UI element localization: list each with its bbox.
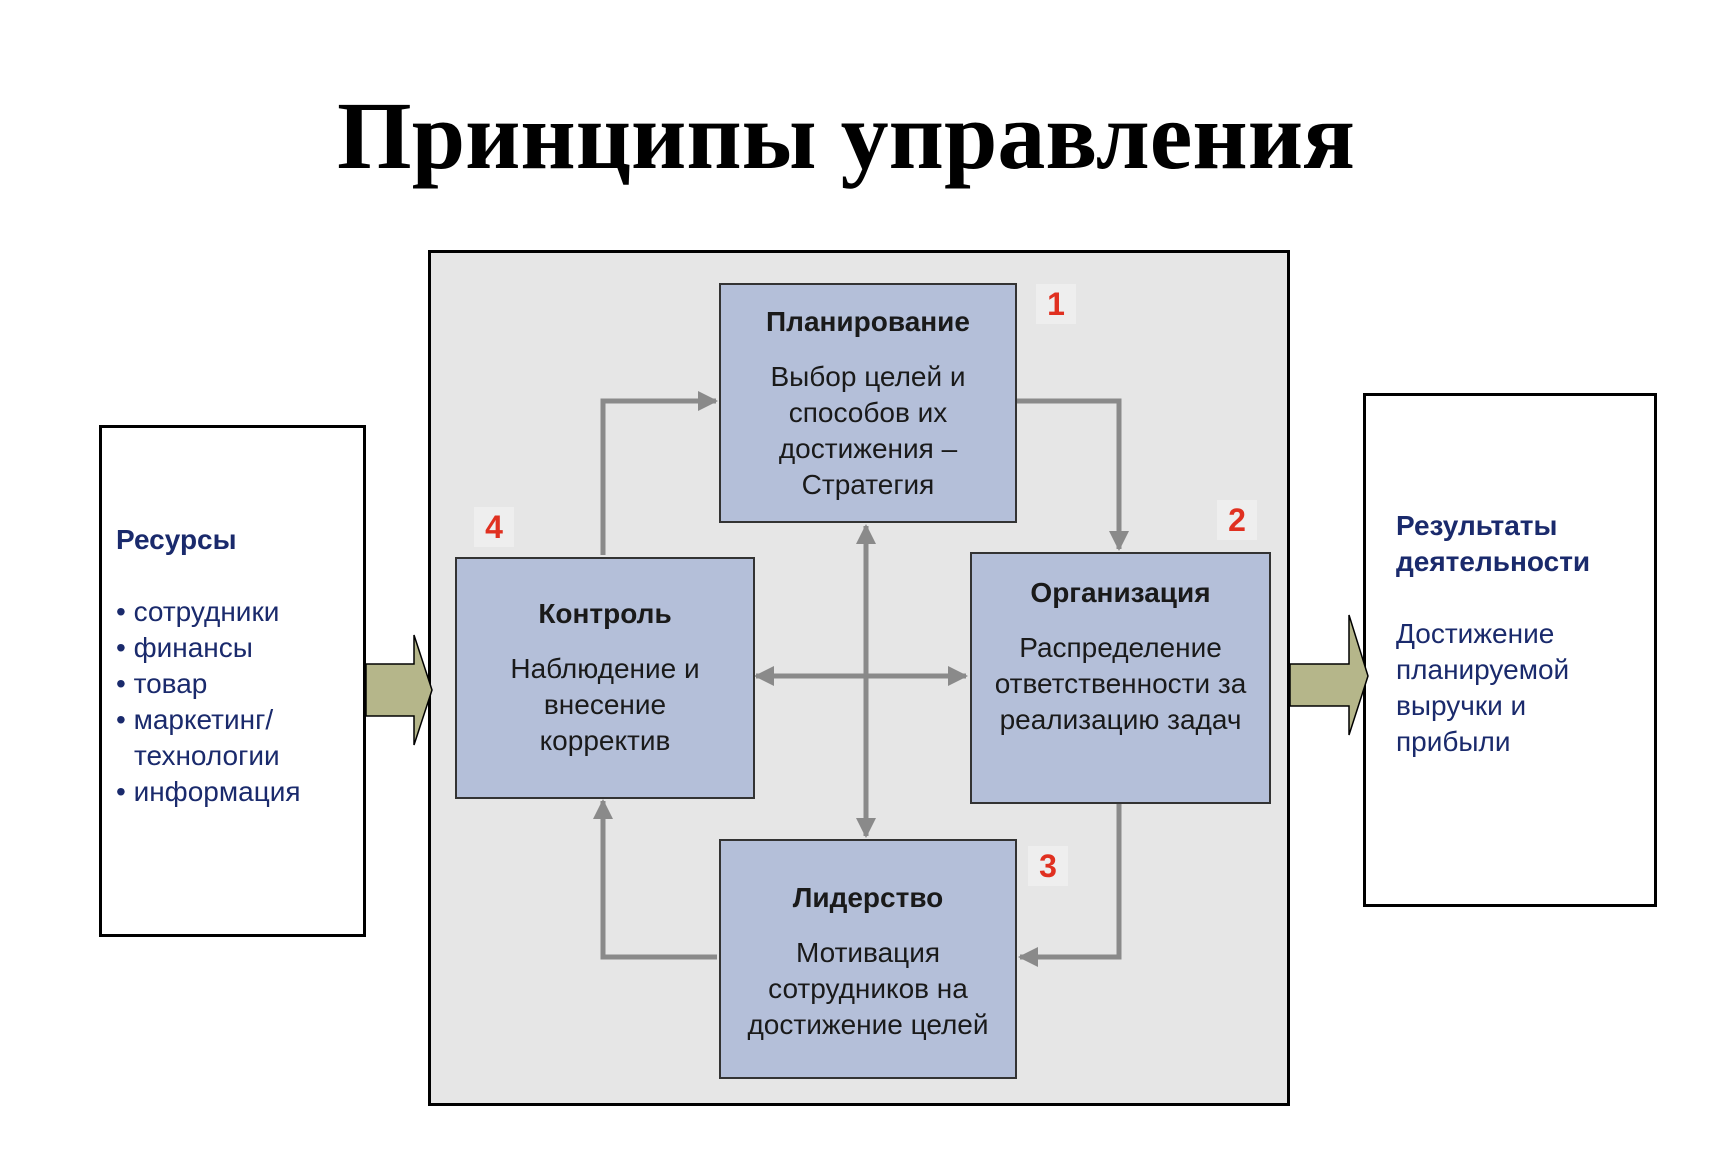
arrow-leadership-to-control	[593, 799, 717, 960]
list-item: • маркетинг/	[116, 704, 274, 735]
leadership-box: Лидерство Мотивация сотрудников на дости…	[719, 839, 1017, 1079]
control-title: Контроль	[538, 598, 672, 629]
list-item: технологии	[116, 738, 301, 774]
resources-title: Ресурсы	[116, 524, 237, 555]
planning-title: Планирование	[766, 306, 970, 337]
organization-number: 2	[1217, 500, 1257, 540]
output-arrow	[1289, 614, 1369, 736]
organization-body: Распределение ответственности за реализа…	[994, 632, 1247, 735]
list-item: • информация	[116, 776, 301, 807]
planning-box: Планирование Выбор целей и способов их д…	[719, 283, 1017, 523]
organization-title: Организация	[1030, 577, 1211, 608]
page-title: Принципы управления	[337, 82, 1355, 189]
control-box: Контроль Наблюдение и внесение корректив	[455, 557, 755, 799]
arrow-organization-to-leadership	[1018, 802, 1122, 967]
arrow-planning-to-organization	[1015, 398, 1129, 551]
control-body: Наблюдение и внесение корректив	[510, 653, 700, 756]
list-item: • товар	[116, 668, 208, 699]
leadership-number: 3	[1028, 846, 1068, 886]
results-body: Достижение планируемой выручки и прибыли	[1396, 618, 1570, 757]
results-title: Результаты деятельности	[1396, 510, 1591, 577]
leadership-body: Мотивация сотрудников на достижение целе…	[747, 937, 989, 1040]
control-number: 4	[474, 507, 514, 547]
list-item-continuation: технологии	[134, 740, 280, 771]
list-item: • сотрудники	[116, 596, 280, 627]
results-panel: Результаты деятельности Достижение плани…	[1363, 393, 1657, 907]
planning-number: 1	[1036, 284, 1076, 324]
organization-box: Организация Распределение ответственност…	[970, 552, 1271, 804]
resources-panel: Ресурсы • сотрудники • финансы • товар •…	[99, 425, 366, 937]
arrow-control-to-planning	[600, 391, 718, 555]
list-item: • финансы	[116, 632, 253, 663]
planning-body: Выбор целей и способов их достижения – С…	[770, 361, 966, 500]
input-arrow	[365, 634, 433, 746]
resources-list: • сотрудники • финансы • товар • маркети…	[116, 594, 301, 810]
leadership-title: Лидерство	[792, 882, 944, 913]
